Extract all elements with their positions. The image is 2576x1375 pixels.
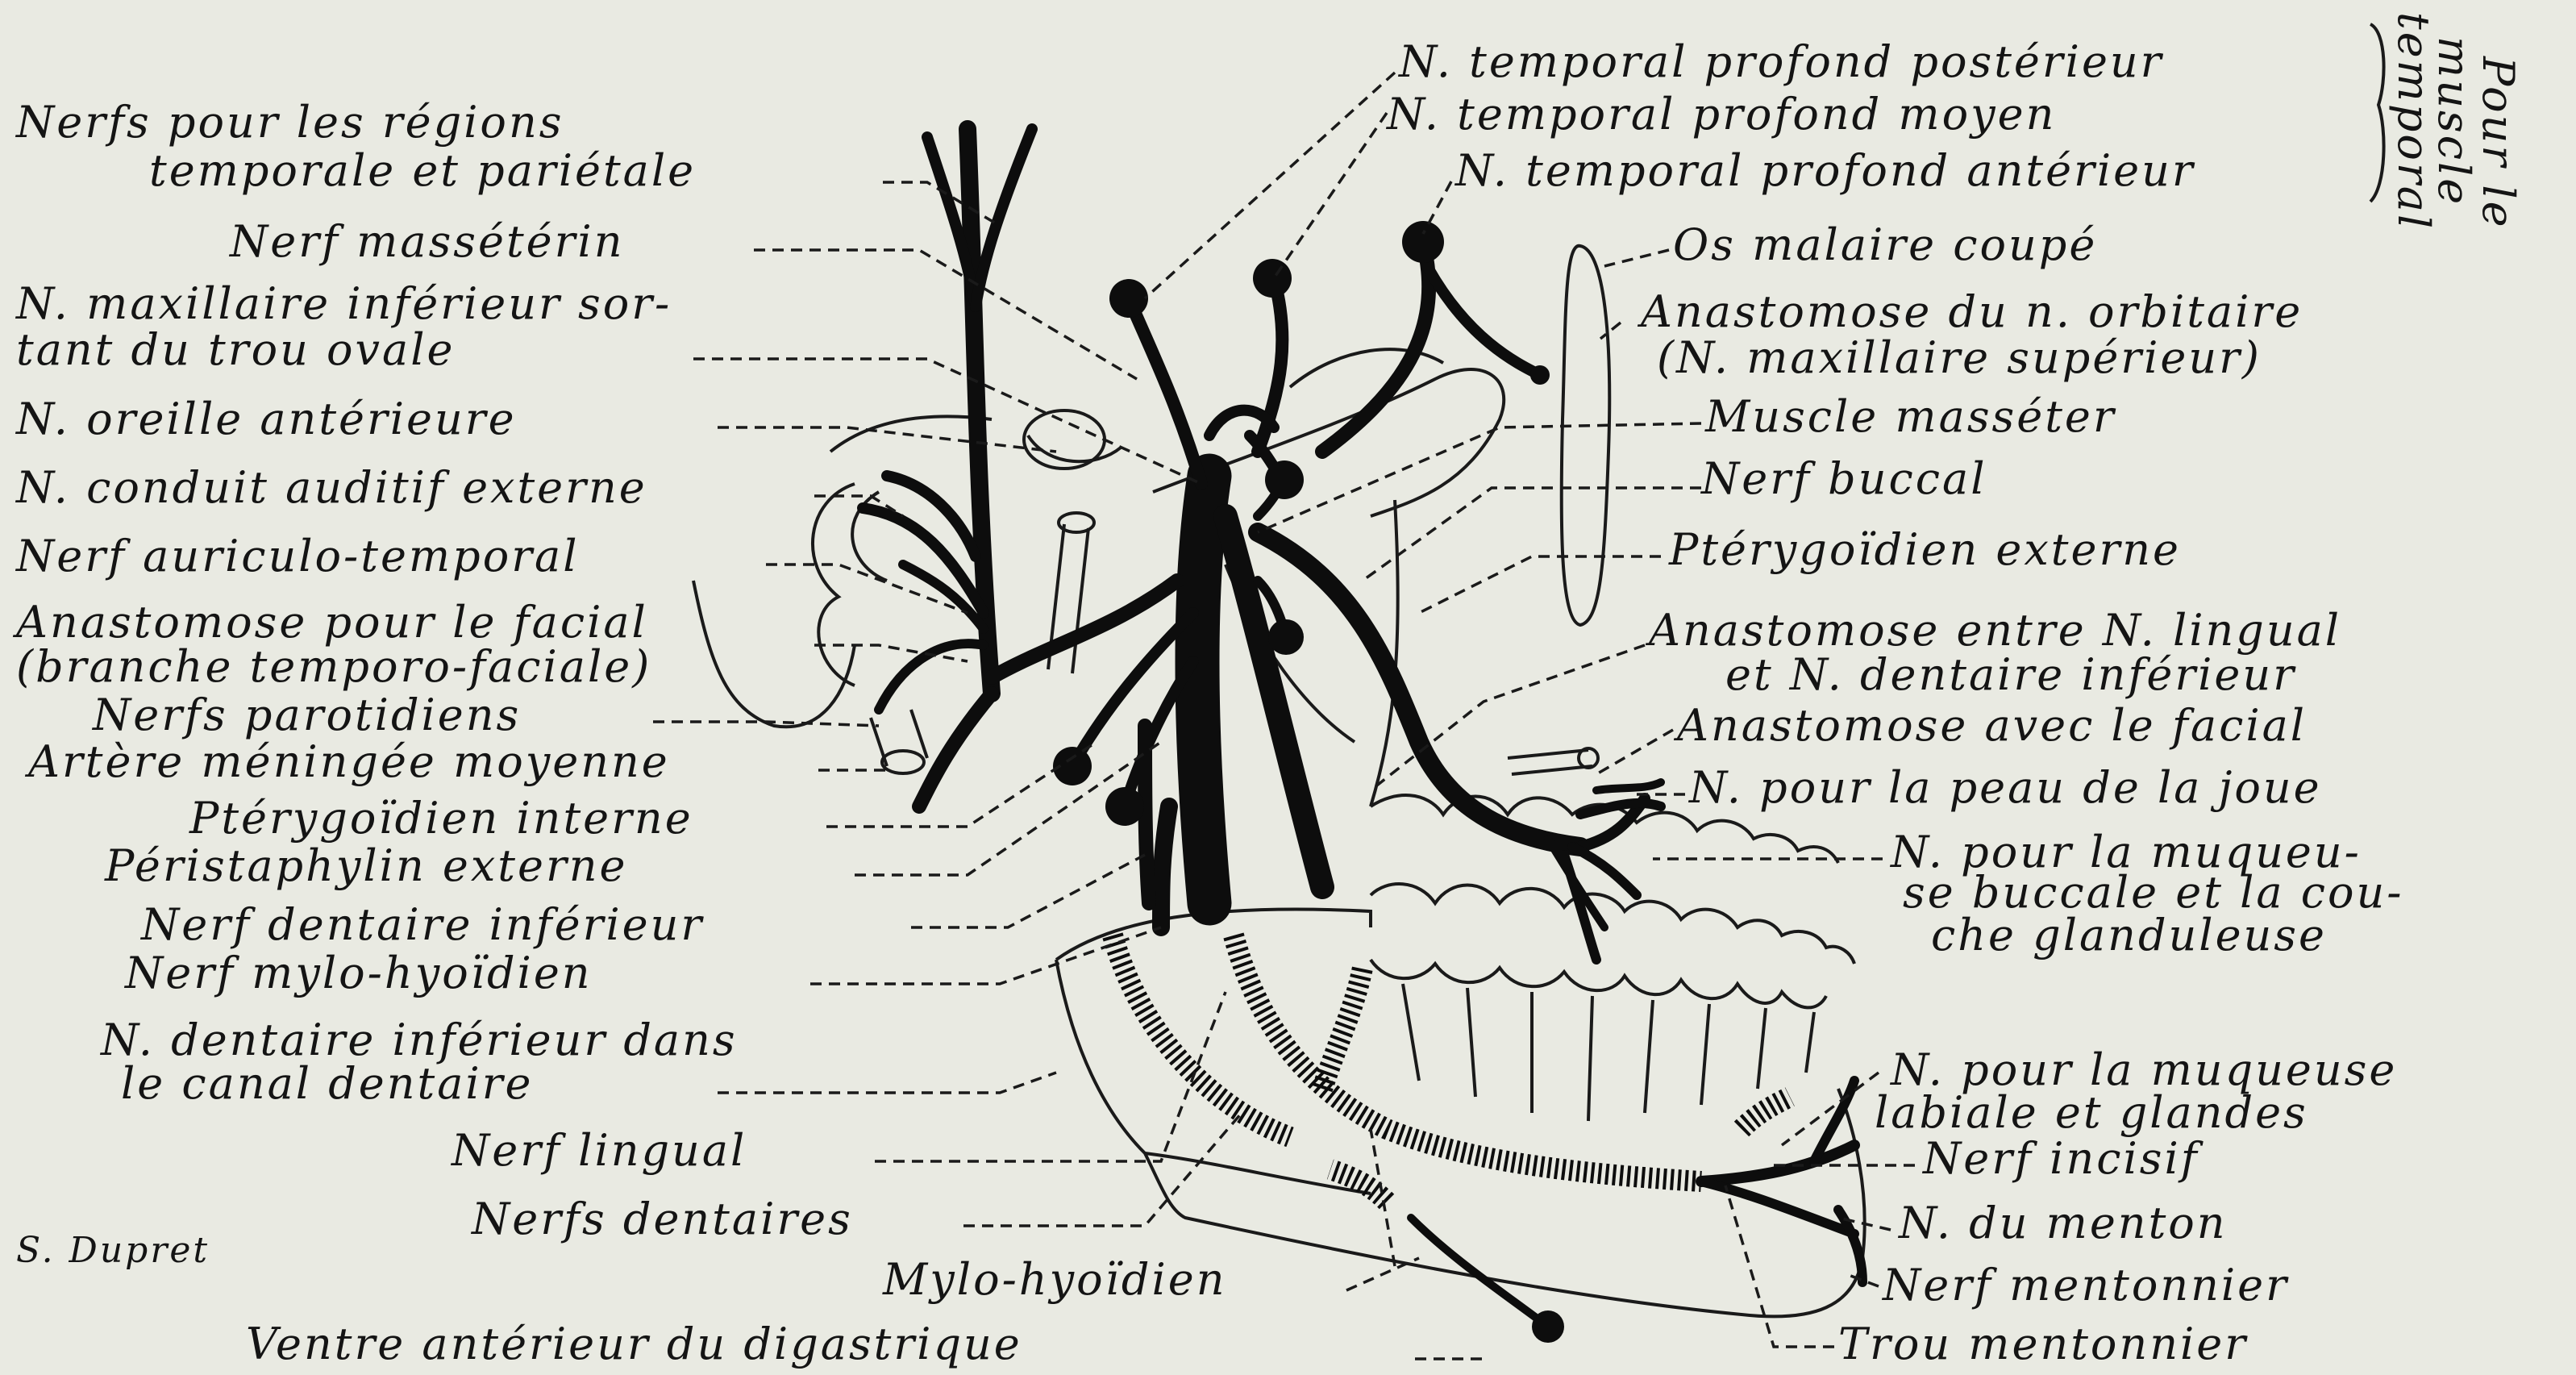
label-artere-meningee: Artère méningée moyenne [24,736,670,787]
label-auriculo-temporal: Nerf auriculo-temporal [15,531,580,581]
label-muscle-temporal-3: temporal [2388,12,2439,231]
label-temporal-anterieur: N. temporal profond antérieur [1454,145,2195,196]
label-dentaire-canal-2: le canal dentaire [121,1058,533,1109]
label-anastomose-lingual-1: Anastomose entre N. lingual [1645,605,2341,656]
label-muscle-masseter: Muscle masséter [1704,391,2116,442]
label-anastomose-facial-1: Anastomose pour le facial [12,597,648,648]
label-nerfs-temporal-parietal-2: temporale et pariétale [149,145,696,196]
label-nerfs-temporal-parietal-1: Nerfs pour les régions [15,97,564,148]
label-ventre-digastrique: Ventre antérieur du digastrique [246,1319,1022,1369]
label-anastomose-lingual-2: et N. dentaire inférieur [1725,649,2296,700]
label-nerfs-parotidiens: Nerfs parotidiens [91,690,521,740]
label-anastomose-avec-facial: Anastomose avec le facial [1673,700,2307,751]
label-peau-joue: N. pour la peau de la joue [1688,762,2322,813]
label-peristaphylin-externe: Péristaphylin externe [104,840,628,891]
label-nerf-dentaire-inf: Nerf dentaire inférieur [139,899,704,950]
label-temporal-moyen: N. temporal profond moyen [1385,89,2056,140]
labels-left: Nerfs pour les régions temporale et pari… [12,97,1226,1369]
label-temporal-posterieur: N. temporal profond postérieur [1397,36,2164,87]
label-muscle-temporal-1: Pour le [2473,56,2524,230]
label-muqueuse-labiale-2: labiale et glandes [1875,1087,2308,1138]
label-nerf-buccal: Nerf buccal [1700,453,1987,504]
label-os-malaire: Os malaire coupé [1673,219,2097,270]
label-trou-mentonnier: Trou mentonnier [1838,1319,2248,1369]
label-conduit-auditif: N. conduit auditif externe [15,462,647,513]
signature: S. Dupret [16,1230,210,1271]
label-pterygoidien-externe: Ptérygoïdien externe [1668,524,2181,575]
label-maxillaire-inf-2: tant du trou ovale [16,324,455,375]
label-nerfs-dentaires: Nerfs dentaires [470,1194,853,1244]
label-anastomose-facial-2: (branche temporo-faciale) [16,641,651,692]
label-oreille-anterieure: N. oreille antérieure [15,394,517,444]
label-nerf-lingual: Nerf lingual [450,1125,747,1176]
label-pterygoidien-interne: Ptérygoïdien interne [189,793,693,844]
label-maxillaire-inf-1: N. maxillaire inférieur sor- [15,278,672,329]
label-mylo-hyoidien: Mylo-hyoïdien [882,1254,1226,1305]
label-nerf-mylo-hyoidien: Nerf mylo-hyoïdien [123,948,593,998]
label-nerf-mentonnier: Nerf mentonnier [1881,1260,2289,1310]
label-anastomose-orbitaire-2: (N. maxillaire supérieur) [1657,332,2262,383]
label-nerf-menton: N. du menton [1897,1198,2228,1248]
intraosseous-nerves [1113,935,1790,1202]
label-anastomose-orbitaire-1: Anastomose du n. orbitaire [1637,286,2303,337]
label-nerf-masseterin: Nerf massétérin [228,216,624,267]
label-nerf-incisif: Nerf incisif [1921,1133,2204,1184]
label-muqueuse-buccale-3: che glanduleuse [1931,910,2327,960]
